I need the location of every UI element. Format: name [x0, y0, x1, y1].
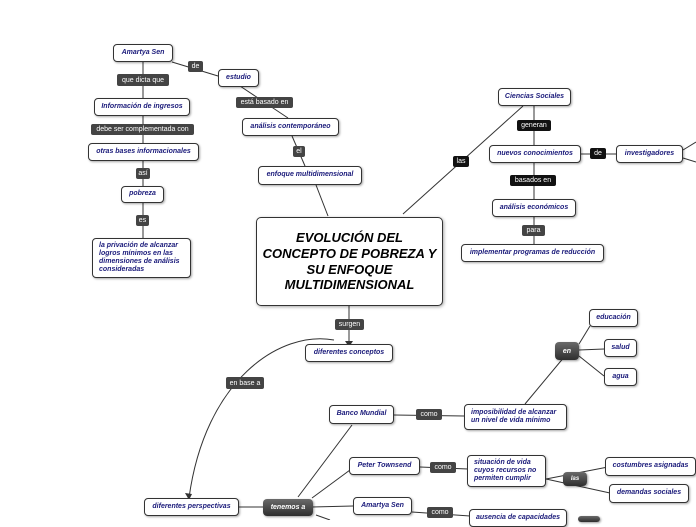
node-analisis-economicos[interactable]: análisis económicos: [492, 199, 576, 217]
center-topic[interactable]: EVOLUCIÓN DEL CONCEPTO DE POBREZA Y SU E…: [256, 217, 443, 306]
label-asi: así: [136, 168, 150, 179]
label-como-2: como: [430, 462, 456, 473]
node-amartya-sen-top[interactable]: Amartya Sen: [113, 44, 173, 62]
label-surgen: surgen: [335, 319, 364, 330]
label-como-1: como: [416, 409, 442, 420]
node-nuevos-conocimientos[interactable]: nuevos conocimientos: [489, 145, 581, 163]
node-estudio[interactable]: estudio: [218, 69, 259, 87]
node-amartya-sen-bottom[interactable]: Amartya Sen: [353, 497, 412, 515]
node-ausencia-capacidades[interactable]: ausencia de capacidades: [469, 509, 567, 527]
node-enfoque-multidimensional[interactable]: enfoque multidimensional: [258, 166, 362, 185]
node-pobreza[interactable]: pobreza: [121, 186, 164, 203]
label-en-base-a: en base a: [226, 377, 264, 389]
label-generan: generan: [517, 120, 551, 131]
node-partial-edge: [578, 516, 600, 522]
node-diferentes-conceptos[interactable]: diferentes conceptos: [305, 344, 393, 362]
center-topic-title: EVOLUCIÓN DEL CONCEPTO DE POBREZA Y SU E…: [262, 230, 437, 293]
node-implementar-programas[interactable]: implementar programas de reducción: [461, 244, 604, 262]
node-otras-bases[interactable]: otras bases informacionales: [88, 143, 199, 161]
label-debe-ser-complementada: debe ser complementada con: [91, 124, 194, 135]
label-esta-basado-en: está basado en: [236, 97, 293, 108]
node-las[interactable]: las: [563, 472, 587, 486]
label-para: para: [522, 225, 545, 236]
node-salud[interactable]: salud: [604, 339, 637, 357]
node-educacion[interactable]: educación: [589, 309, 638, 327]
node-imposibilidad[interactable]: imposibilidad de alcanzar un nivel de vi…: [464, 404, 567, 430]
node-banco-mundial[interactable]: Banco Mundial: [329, 405, 394, 424]
node-investigadores[interactable]: investigadores: [616, 145, 683, 163]
node-diferentes-perspectivas[interactable]: diferentes perspectivas: [144, 498, 239, 516]
label-de-1: de: [188, 61, 203, 72]
label-que-dicta-que: que dicta que: [117, 74, 169, 86]
node-peter-townsend[interactable]: Peter Townsend: [349, 457, 420, 475]
node-costumbres-asignadas[interactable]: costumbres asignadas: [605, 457, 696, 476]
node-privacion[interactable]: la privación de alcanzar logros mínimos …: [92, 238, 191, 278]
node-ciencias-sociales[interactable]: Ciencias Sociales: [498, 88, 571, 106]
node-tenemos-a[interactable]: tenemos a: [263, 499, 313, 516]
label-de-2: de: [590, 148, 606, 159]
label-es: es: [136, 215, 149, 226]
label-el: el: [293, 146, 305, 157]
node-analisis-contemporaneo[interactable]: análisis contemporáneo: [242, 118, 339, 136]
label-basados-en: basados en: [510, 175, 556, 186]
node-en[interactable]: en: [555, 342, 579, 360]
label-como-3: como: [427, 507, 453, 518]
node-situacion-de-vida[interactable]: situación de vida cuyos recursos no perm…: [467, 455, 546, 487]
label-las: las: [453, 156, 469, 167]
node-agua[interactable]: agua: [604, 368, 637, 386]
node-demandas-sociales[interactable]: demandas sociales: [609, 484, 689, 503]
node-informacion-ingresos[interactable]: Información de ingresos: [94, 98, 190, 116]
